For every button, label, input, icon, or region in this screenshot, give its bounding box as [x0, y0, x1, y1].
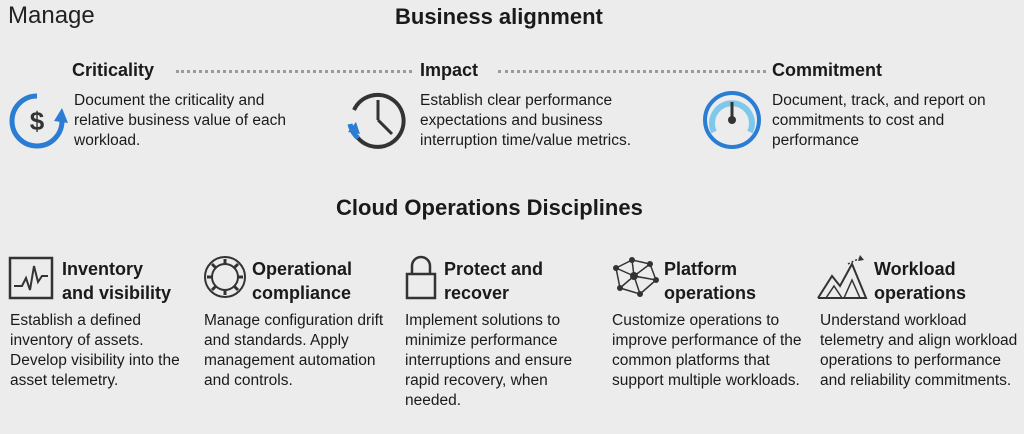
business-alignment-title: Business alignment: [395, 4, 603, 29]
discipline-description: Customize operations to improve performa…: [612, 312, 802, 389]
discipline-title-line: recover: [444, 283, 510, 303]
mountain-icon: [816, 254, 868, 300]
discipline-title-line: operations: [664, 283, 757, 303]
discipline-title-line: compliance: [252, 283, 352, 303]
discipline-description: Implement solutions to minimize performa…: [405, 312, 573, 409]
discipline-title-line: operations: [874, 283, 967, 303]
discipline-title-line: Operational: [252, 259, 353, 279]
discipline-title: Inventory and visibility: [62, 257, 171, 305]
criticality-heading: Criticality: [72, 60, 155, 80]
impact-heading: Impact: [420, 60, 479, 80]
criticality-description: Document the criticality and relative bu…: [74, 92, 286, 149]
discipline-description: Understand workload telemetry and align …: [820, 312, 1018, 389]
network-icon: [610, 254, 660, 300]
discipline-title: Workload operations: [874, 257, 966, 305]
gear-icon: [202, 254, 248, 300]
discipline-title-line: Platform: [664, 259, 738, 279]
discipline-title: Protect and recover: [444, 257, 543, 305]
gauge-icon: [700, 88, 764, 152]
discipline-title-line: Workload: [874, 259, 956, 279]
monitor-chart-icon: [8, 256, 54, 300]
lock-icon: [404, 254, 438, 300]
disciplines-title: Cloud Operations Disciplines: [336, 195, 643, 220]
discipline-description: Establish a defined inventory of assets.…: [10, 312, 180, 389]
discipline-title-line: Protect and: [444, 259, 544, 279]
discipline-title: Operational compliance: [252, 257, 352, 305]
discipline-title-line: Inventory: [62, 259, 144, 279]
impact-description: Establish clear performance expectations…: [420, 92, 632, 149]
manage-label: Manage: [8, 2, 95, 29]
discipline-title-line: and visibility: [62, 283, 172, 303]
dotted-connector: [176, 70, 412, 73]
discipline-description: Manage configuration drift and standards…: [204, 312, 384, 389]
commitment-description: Document, track, and report on commitmen…: [772, 92, 986, 149]
dotted-connector: [498, 70, 766, 73]
commitment-heading: Commitment: [772, 60, 883, 80]
dollar-cycle-icon: $: [6, 90, 68, 152]
svg-text:$: $: [30, 106, 45, 136]
discipline-title: Platform operations: [664, 257, 756, 305]
clock-icon: [344, 86, 410, 152]
